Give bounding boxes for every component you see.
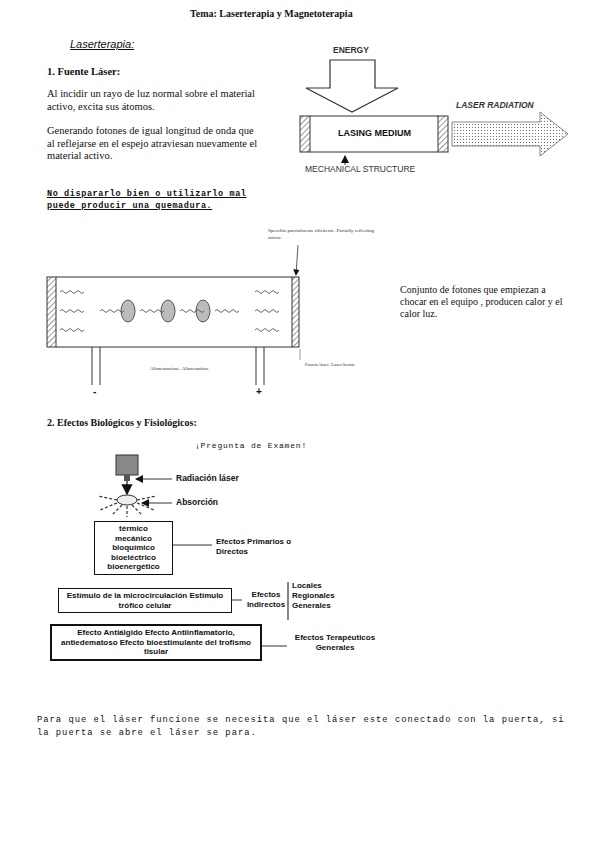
section-heading: Laserterapia: — [70, 38, 134, 51]
diagram-label: Absorción — [176, 497, 218, 507]
box-text: Efecto Antiálgido Efecto Antiinflamatori… — [57, 628, 255, 657]
laser-block-diagram — [300, 60, 568, 165]
part-label: Alimentazione. Alimentation. — [150, 366, 230, 373]
terminal-sign: - — [93, 386, 96, 398]
effect-label: Efectos Indirectos — [245, 590, 287, 609]
subsection-heading: 1. Fuente Láser: — [47, 66, 120, 79]
box-text: térmico mecánico bioquímico bioeléctrico… — [100, 524, 167, 572]
part-label: Fascio laser. Laser beam. — [305, 362, 365, 369]
photon-wave — [215, 310, 239, 313]
subsection-heading: 2. Efectos Biológicos y Fisiológicos: — [47, 417, 197, 429]
photon-wave — [140, 310, 164, 313]
photon-wave — [60, 329, 84, 332]
paragraph: Conjunto de fotones que empiezan a choca… — [400, 284, 565, 320]
terminal-sign: + — [256, 386, 262, 398]
box-text: LASING MEDIUM — [316, 128, 433, 139]
diagram-label: Radiación láser — [176, 473, 239, 483]
primary-effects-box: térmico mecánico bioquímico bioeléctrico… — [94, 521, 173, 575]
laser-tube-diagram — [47, 245, 300, 385]
exam-note: ¡Pregunta de Examen! — [195, 441, 307, 451]
diagram-label: ENERGY — [333, 45, 369, 55]
paragraph: Generando fotones de igual longitud de o… — [47, 125, 259, 163]
effect-label: Efectos Terapéuticos Generales — [290, 633, 380, 652]
photon-wave — [255, 291, 279, 294]
part-label: Specchio parzialmente riflettente. Parti… — [268, 228, 378, 241]
effect-label: Efectos Primarios o Directos — [216, 537, 311, 556]
box-text: Estímulo de la microcirculación Estímulo… — [64, 591, 226, 610]
diagram-label: MECHANICAL STRUCTURE — [305, 164, 415, 174]
diagram-label: LASER RADIATION — [456, 100, 534, 110]
warning-note: No dispararlo bien o utilizarlo mal pued… — [47, 189, 262, 213]
photon-wave — [60, 291, 84, 294]
photon-wave — [100, 310, 124, 313]
page-title: Tema: Laserterapia y Magnetoterapia — [190, 8, 353, 20]
therapeutic-effects-box: Efecto Antiálgido Efecto Antiinflamatori… — [50, 624, 262, 661]
footer-note: Para que el láser funcione se necesita q… — [37, 714, 567, 740]
photon-wave — [255, 329, 279, 332]
photon-wave — [180, 310, 204, 313]
effects-flow-diagram — [98, 455, 288, 646]
scope-list: Locales Regionales Generales — [292, 581, 342, 611]
photon-wave — [60, 310, 84, 313]
indirect-effects-box: Estímulo de la microcirculación Estímulo… — [58, 588, 232, 613]
photon-wave — [255, 310, 279, 313]
lasing-medium-box: LASING MEDIUM — [311, 117, 438, 151]
paragraph: Al incidir un rayo de luz normal sobre e… — [47, 88, 259, 113]
